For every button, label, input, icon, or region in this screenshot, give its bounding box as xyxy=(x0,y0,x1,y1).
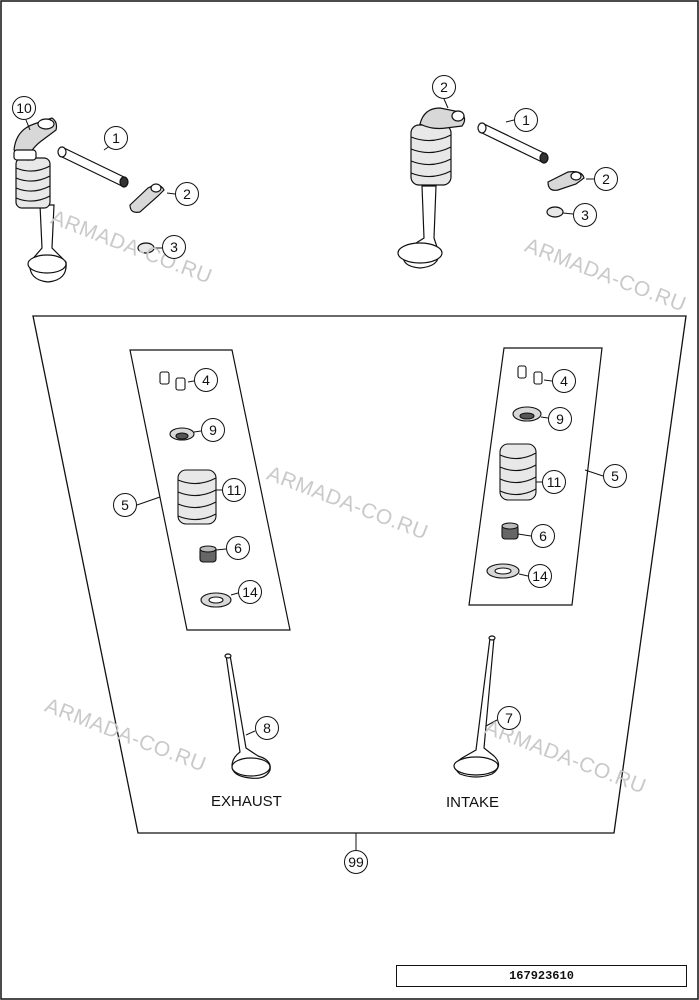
rocker-shaft-1-left xyxy=(57,146,129,188)
leader-5-right xyxy=(584,469,604,477)
spring-retainer-9-right xyxy=(512,406,542,422)
kit-outline xyxy=(32,315,687,834)
leader-5-left xyxy=(136,496,161,506)
callout-6: 6 xyxy=(226,536,250,560)
shim-3-left xyxy=(137,242,155,254)
callout-1: 1 xyxy=(514,108,538,132)
spring-seat-14-left xyxy=(200,592,232,608)
callout-2: 2 xyxy=(175,182,199,206)
callout-14: 14 xyxy=(528,564,552,588)
valve-stem-seal-6-right xyxy=(501,522,519,540)
callout-5: 5 xyxy=(603,464,627,488)
callout-3: 3 xyxy=(162,235,186,259)
exhaust-valve-assembly-10 xyxy=(13,117,67,283)
document-number: 167923610 xyxy=(396,965,687,987)
callout-4: 4 xyxy=(552,369,576,393)
callout-5: 5 xyxy=(113,493,137,517)
shim-3-right xyxy=(546,206,564,218)
callout-9: 9 xyxy=(548,407,572,431)
callout-2: 2 xyxy=(432,75,456,99)
callout-11: 11 xyxy=(542,470,566,494)
callout-11: 11 xyxy=(222,478,246,502)
exhaust-label: EXHAUST xyxy=(211,793,282,810)
intake-label: INTAKE xyxy=(446,794,500,811)
callout-4: 4 xyxy=(194,368,218,392)
callout-8: 8 xyxy=(255,716,279,740)
intake-valve-7 xyxy=(453,635,500,778)
callout-14: 14 xyxy=(238,580,262,604)
rocker-arm-2-right xyxy=(547,171,585,191)
callout-2: 2 xyxy=(594,167,618,191)
exhaust-valve-8 xyxy=(224,653,271,779)
callout-1: 1 xyxy=(104,126,128,150)
intake-valve-assembly-2 xyxy=(397,107,466,269)
valve-spring-11-left xyxy=(177,469,217,525)
valve-keepers-4-right xyxy=(517,365,543,385)
valve-spring-11-right xyxy=(499,443,537,501)
intake-subkit-outline xyxy=(468,347,603,606)
rocker-arm-2-left xyxy=(129,183,165,213)
exhaust-subkit-outline xyxy=(129,349,291,631)
callout-10: 10 xyxy=(12,96,36,120)
callout-7: 7 xyxy=(497,706,521,730)
valve-stem-seal-6-left xyxy=(199,545,217,563)
spring-seat-14-right xyxy=(486,563,520,579)
callout-6: 6 xyxy=(531,524,555,548)
rocker-shaft-1-right xyxy=(477,122,549,164)
spring-retainer-9-left xyxy=(169,427,195,441)
callout-9: 9 xyxy=(201,418,225,442)
valve-keepers-4-left xyxy=(159,371,186,391)
callout-3: 3 xyxy=(573,203,597,227)
callout-99: 99 xyxy=(344,850,368,874)
